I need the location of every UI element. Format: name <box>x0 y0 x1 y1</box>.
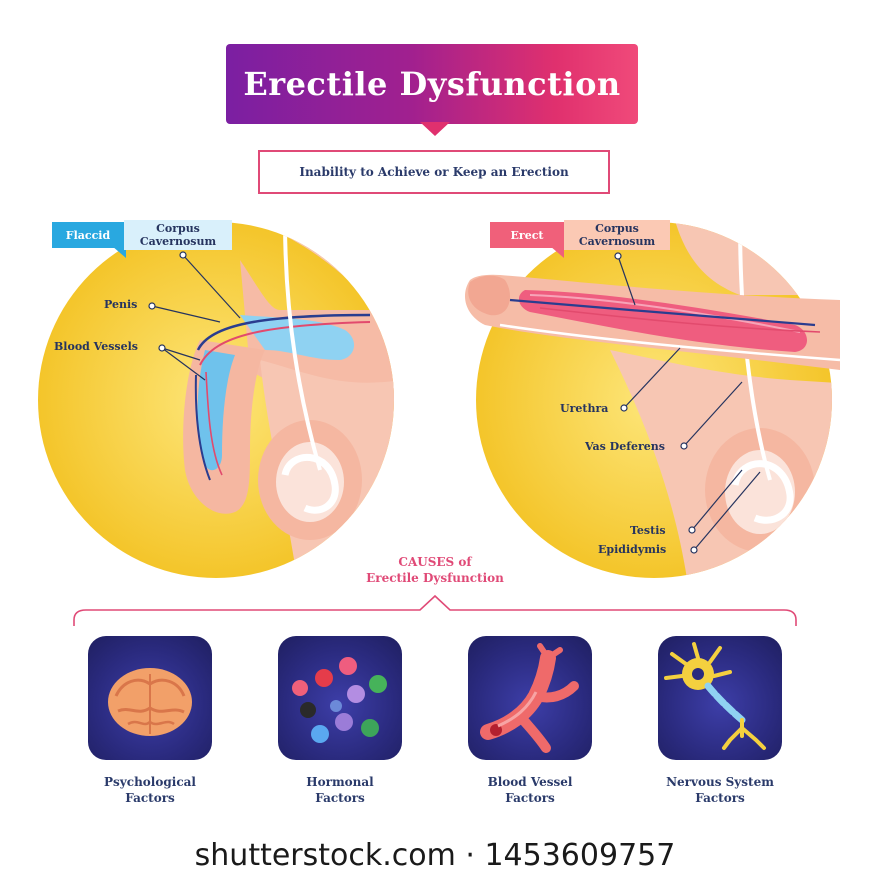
blood-vessel-icon <box>480 643 579 753</box>
vas-deferens-leader <box>683 381 743 447</box>
corpus-leader <box>182 254 241 319</box>
penis-leader <box>151 305 221 323</box>
subtitle: Inability to Achieve or Keep an Erection <box>299 165 569 179</box>
page-title: Erectile Dysfunction <box>243 65 621 103</box>
neuron-icon <box>664 642 766 750</box>
erect-tag: Erect <box>490 222 564 248</box>
erect-corpus-label: Corpus Cavernosum <box>564 220 670 250</box>
urethra-leader <box>623 347 681 409</box>
urethra-label: Urethra <box>560 402 609 415</box>
blood-vessels-label: Blood Vessels <box>54 340 138 353</box>
hormone-molecules-icon <box>292 657 387 743</box>
blood-vessel-label: Blood Vessel Factors <box>445 774 615 806</box>
flaccid-tag-pointer <box>112 246 126 258</box>
title-banner: Erectile Dysfunction <box>226 44 638 124</box>
causes-bracket <box>73 594 797 626</box>
subtitle-box: Inability to Achieve or Keep an Erection <box>258 150 610 194</box>
vas-deferens-label: Vas Deferens <box>585 440 665 453</box>
erect-tag-pointer <box>550 246 564 258</box>
penis-label: Penis <box>104 298 138 311</box>
erect-corpus-leader <box>617 255 636 306</box>
flaccid-tag-text: Flaccid <box>65 228 111 242</box>
psychological-tile <box>88 636 212 760</box>
erect-illustration <box>465 222 841 578</box>
causes-heading: CAUSES of Erectile Dysfunction <box>335 554 535 586</box>
flaccid-tag: Flaccid <box>52 222 124 248</box>
causes-heading-line1: CAUSES of <box>398 555 472 569</box>
psychological-label: Psychological Factors <box>65 774 235 806</box>
testis-label: Testis <box>630 524 666 537</box>
brain-icon <box>108 668 192 736</box>
watermark: shutterstock.com · 1453609757 <box>194 838 676 873</box>
epididymis-leader <box>693 471 761 551</box>
flaccid-corpus-label: Corpus Cavernosum <box>124 220 232 250</box>
flaccid-illustration <box>38 222 394 578</box>
testis-leader <box>691 469 743 531</box>
nervous-system-label-line1: Nervous System <box>666 775 774 789</box>
epididymis-label: Epididymis <box>598 543 667 556</box>
blood-vessel-tile <box>468 636 592 760</box>
nervous-system-label: Nervous System Factors <box>635 774 805 806</box>
blood-vessel-label-line1: Blood Vessel <box>487 775 573 789</box>
nervous-system-label-line2: Factors <box>695 791 745 805</box>
blood-vessels-leader <box>161 347 201 361</box>
hormonal-label-line2: Factors <box>315 791 365 805</box>
psychological-label-line1: Psychological <box>104 775 196 789</box>
hormonal-label-line1: Hormonal <box>306 775 374 789</box>
causes-heading-line2: Erectile Dysfunction <box>366 571 504 585</box>
psychological-label-line2: Factors <box>125 791 175 805</box>
nervous-system-tile <box>658 636 782 760</box>
blood-vessel-label-line2: Factors <box>505 791 555 805</box>
hormonal-tile <box>278 636 402 760</box>
title-pointer <box>420 122 450 136</box>
hormonal-label: Hormonal Factors <box>255 774 425 806</box>
erect-tag-text: Erect <box>510 228 544 242</box>
